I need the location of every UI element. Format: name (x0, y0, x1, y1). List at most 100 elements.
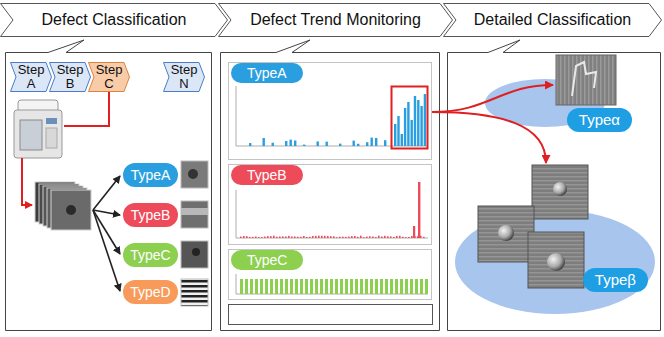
chart-bar (384, 236, 386, 238)
chart-bar (405, 237, 407, 239)
type-label: TypeB (131, 207, 171, 223)
defect-image (498, 225, 514, 241)
highlight-box (392, 87, 428, 149)
chart-box: TypeB (228, 164, 432, 245)
inspection-machine (46, 128, 57, 148)
chart-bar (355, 279, 358, 294)
type-label: TypeB (231, 165, 303, 185)
stage-title: Defect Trend Monitoring (250, 11, 421, 29)
chart-bar (285, 279, 288, 294)
chart-bar (410, 279, 413, 294)
defect-image (528, 232, 584, 288)
chart-bar (326, 142, 328, 146)
defect-image (478, 206, 534, 262)
chart-bar (245, 279, 248, 294)
chart-bar (330, 236, 332, 238)
chart-bar (384, 140, 386, 146)
chevron-outline (444, 4, 662, 37)
chart-bar (411, 120, 413, 146)
chart-bar (351, 236, 353, 238)
defect-image (478, 55, 616, 288)
inspection-machine (46, 118, 57, 124)
chart-bar (285, 236, 287, 238)
chart-bar (280, 279, 283, 294)
chart-bar (297, 237, 299, 238)
chart-bar (425, 279, 428, 294)
red-arrow (432, 85, 553, 112)
type-pill: TypeB (123, 203, 178, 227)
chart-bar (394, 124, 396, 146)
chart-bar (263, 138, 265, 146)
defect-thumbnail (181, 279, 208, 306)
classification-arrow (93, 176, 120, 210)
type-pill: TypeC (123, 243, 178, 267)
chart-bar (417, 100, 419, 146)
chart-bar (395, 279, 398, 294)
chart-bar (397, 116, 399, 146)
defect-thumbnail (181, 201, 208, 228)
chart-bar (366, 237, 368, 238)
chart-bar (275, 279, 278, 294)
chart-bar (399, 236, 401, 238)
classification-arrow (93, 210, 120, 254)
chart-bar (312, 236, 314, 238)
chart-bar (390, 279, 393, 294)
chart-bar (246, 236, 248, 238)
chart-bar (315, 236, 317, 238)
stage-chevron: Defect Classification (0, 3, 228, 37)
chart-bar (365, 279, 368, 294)
chart-bar (282, 236, 284, 238)
chart-bar (290, 279, 293, 294)
chart-bar (357, 237, 359, 238)
chart-bar (295, 279, 298, 294)
chart-bar (371, 138, 373, 146)
defect-thumbnail (192, 248, 200, 256)
chart-bar (375, 237, 377, 239)
chart-bar (300, 237, 302, 238)
inspection-machine (14, 100, 62, 158)
chart-bar (327, 236, 329, 238)
step-outline (164, 63, 205, 92)
chart-bar (318, 236, 320, 238)
process-link-line (64, 92, 109, 126)
step-label: Step N (171, 63, 198, 90)
stage-chevron: Defect Trend Monitoring (218, 3, 453, 37)
image-stack (35, 182, 91, 230)
type-label: Typeβ (583, 268, 648, 292)
chart-bar (413, 226, 415, 238)
type-label: TypeA (131, 167, 171, 183)
chart-box: TypeA (228, 62, 432, 160)
chart-bar (370, 279, 373, 294)
chart-bar (380, 279, 383, 294)
chart-bar (255, 279, 258, 294)
chart-bar (249, 143, 251, 146)
chart-bar (423, 237, 425, 238)
chart-axis (236, 86, 237, 146)
step-label: Step B (57, 63, 84, 90)
type-pill: TypeD (123, 280, 178, 304)
chart-bar (402, 237, 404, 238)
red-arrow (432, 112, 546, 163)
chart-bar (267, 236, 269, 238)
step-outline (89, 63, 130, 92)
chart-bar (404, 108, 406, 146)
stage-chevron: Detailed Classification (443, 3, 662, 37)
chart-bar (375, 138, 377, 146)
chart-bar (387, 236, 389, 238)
chart-bar (381, 236, 383, 238)
chart-bar (357, 144, 359, 146)
step-label: Step C (96, 63, 123, 90)
chart-bar (303, 236, 305, 238)
classification-arrow (93, 210, 120, 215)
chart-box: TypeC (228, 249, 432, 300)
step-chevron: Step N (163, 62, 205, 92)
chevron-outline (1, 4, 228, 37)
chart-bar (401, 134, 403, 146)
chart-bar (400, 279, 403, 294)
defect-thumbnail (181, 241, 208, 268)
chart-bar (366, 142, 368, 146)
chart-axis (236, 274, 237, 294)
